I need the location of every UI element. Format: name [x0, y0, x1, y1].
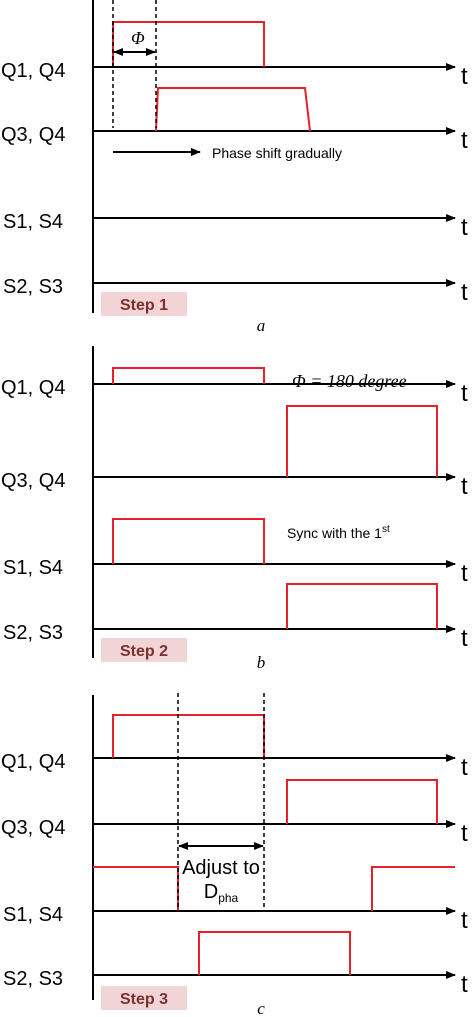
- time-label: t: [461, 625, 468, 652]
- pulse-q3-q4: [286, 405, 438, 477]
- step-badge: [101, 986, 187, 1010]
- signal-label: Q1, Q4: [1, 377, 65, 399]
- time-label: t: [461, 127, 468, 154]
- panel-b: Q1, Q4 Q3, Q4 S1, S4 S2, S3 t t t t Φ = …: [1, 346, 468, 672]
- sync-note: Sync with the 1st: [287, 524, 390, 541]
- time-label: t: [461, 214, 468, 241]
- sync-note-sup: st: [382, 524, 390, 535]
- step-label: Step 1: [120, 297, 168, 314]
- time-label: t: [461, 473, 468, 500]
- phi-note: Φ = 180 degree: [292, 371, 407, 391]
- step-badge: [101, 292, 187, 316]
- adjust-note-line2: Dpha: [204, 881, 239, 905]
- panel-a: Q1, Q4 Q3, Q4 S1, S4 S2, S3 t t t t Φ Ph…: [1, 0, 468, 335]
- pulse-s1-s4: [112, 518, 265, 564]
- signal-label: S2, S3: [3, 622, 63, 644]
- time-label: t: [461, 560, 468, 587]
- time-label: t: [461, 907, 468, 934]
- pulse-q3-q4: [155, 87, 311, 132]
- signal-label: Q3, Q4: [1, 124, 65, 146]
- adjust-note-sub: pha: [218, 891, 238, 905]
- pulse-q3-q4: [286, 779, 438, 824]
- time-label: t: [461, 971, 468, 998]
- time-label: t: [461, 63, 468, 90]
- signal-label: S2, S3: [3, 276, 63, 298]
- signal-label: S1, S4: [3, 904, 63, 926]
- panel-caption: a: [257, 316, 266, 335]
- panel-caption: b: [257, 653, 266, 672]
- time-label: t: [461, 754, 468, 781]
- signal-label: S2, S3: [3, 968, 63, 990]
- panel-caption: c: [257, 999, 265, 1017]
- adjust-note-line1: Adjust to: [182, 857, 260, 879]
- adjust-note-d: D: [204, 881, 218, 903]
- phi-symbol: Φ: [131, 28, 145, 48]
- pulse-s1-s4-second: [371, 866, 455, 911]
- pulse-s2-s3: [286, 583, 438, 629]
- signal-label: Q1, Q4: [1, 751, 65, 773]
- panel-c: Q1, Q4 Q3, Q4 S1, S4 S2, S3 t t t t Adju…: [1, 693, 468, 1017]
- step-label: Step 3: [120, 991, 168, 1008]
- pulse-s2-s3: [198, 931, 351, 975]
- time-label: t: [461, 279, 468, 306]
- signal-label: Q3, Q4: [1, 470, 65, 492]
- signal-label: Q3, Q4: [1, 817, 65, 839]
- sync-note-main: Sync with the 1: [287, 525, 382, 541]
- pulse-s1-s4-first: [93, 866, 179, 911]
- phase-shift-note: Phase shift gradually: [212, 145, 342, 161]
- pulse-q1-q4: [112, 714, 265, 758]
- signal-label: S1, S4: [3, 211, 63, 233]
- signal-label: Q1, Q4: [1, 60, 65, 82]
- signal-label: S1, S4: [3, 557, 63, 579]
- step-label: Step 2: [120, 643, 168, 660]
- pulse-q1-q4: [112, 367, 265, 384]
- step-badge: [101, 638, 187, 662]
- time-label: t: [461, 380, 468, 407]
- time-label: t: [461, 820, 468, 847]
